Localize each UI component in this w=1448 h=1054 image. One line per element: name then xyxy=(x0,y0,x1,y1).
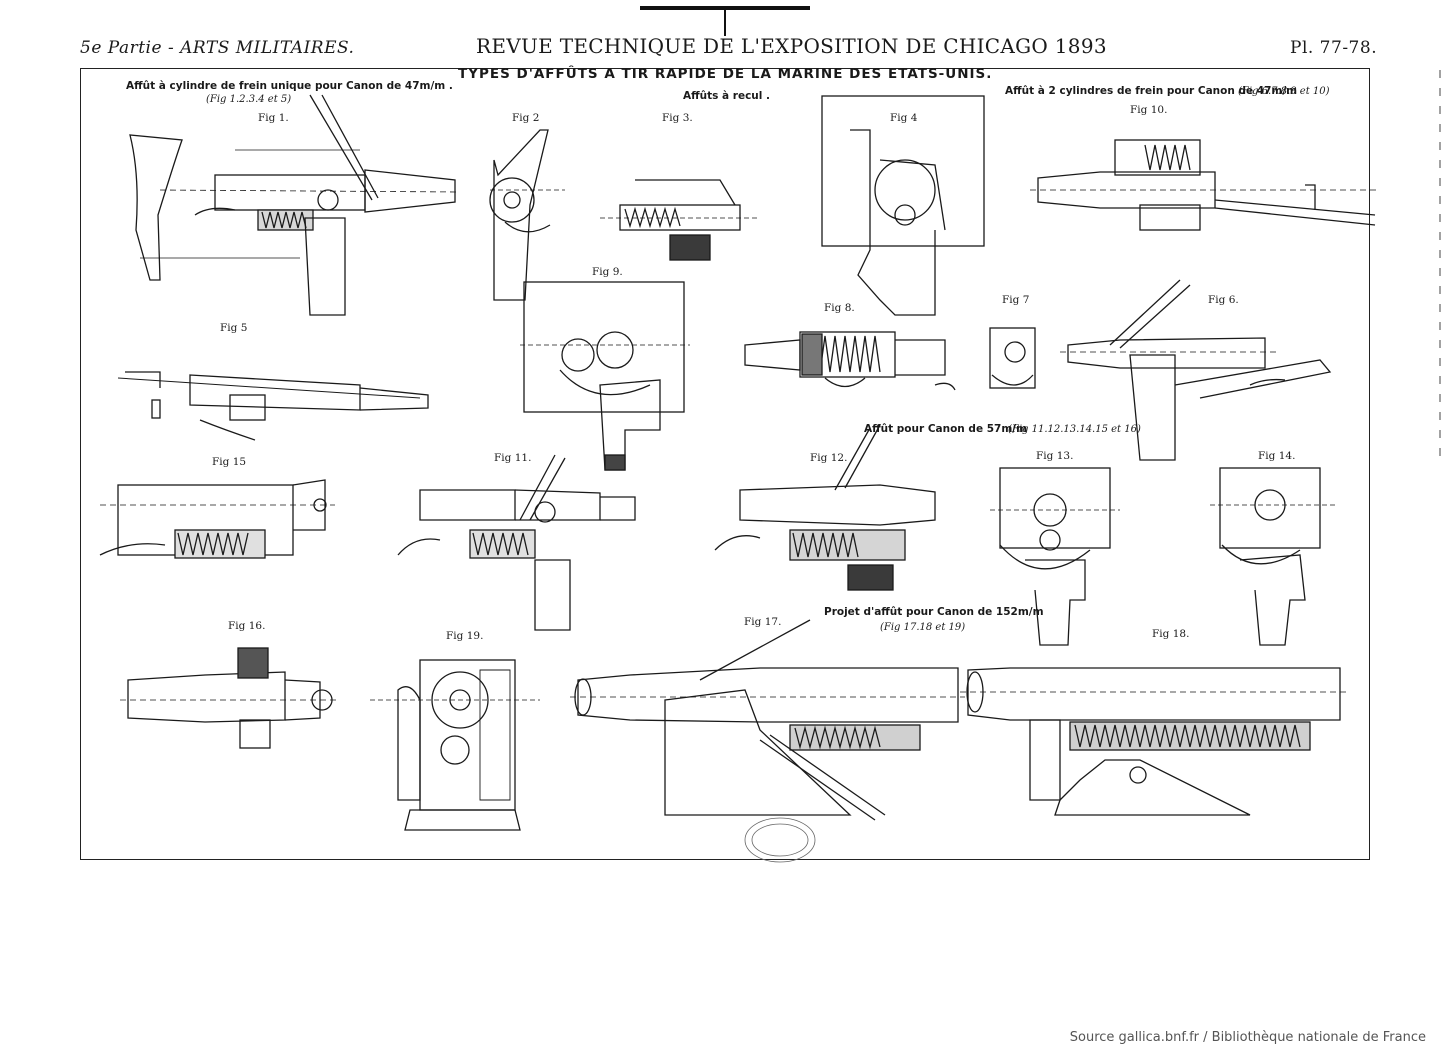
caption-projet-152: Projet d'affût pour Canon de 152m/m xyxy=(824,606,1044,618)
fig15-drawing xyxy=(99,479,335,559)
caption-single-cylinder-figs: (Fig 1.2.3.4 et 5) xyxy=(206,94,292,105)
header-plate-number: Pl. 77-78. xyxy=(1290,38,1378,58)
caption-two-cylinders: Affût à 2 cylindres de frein pour Canon … xyxy=(1005,85,1298,97)
plate-subtitle: Affûts à recul . xyxy=(683,90,771,102)
fig-label-15: Fig 15 xyxy=(212,456,247,468)
fig18-drawing xyxy=(960,667,1350,816)
header-title: REVUE TECHNIQUE DE L'EXPOSITION DE CHICA… xyxy=(476,34,1107,58)
fig-label-3: Fig 3. xyxy=(662,112,693,124)
fig-label-13: Fig 13. xyxy=(1036,450,1074,462)
fig-label-17: Fig 17. xyxy=(744,616,782,628)
fig8-drawing xyxy=(744,331,956,391)
caption-canon-57: Affût pour Canon de 57m/m xyxy=(864,423,1028,435)
source-credit: Source gallica.bnf.fr / Bibliothèque nat… xyxy=(1069,1030,1426,1045)
fig-label-9: Fig 9. xyxy=(592,266,623,278)
fig-label-4: Fig 4 xyxy=(890,112,918,124)
library-stamp xyxy=(744,817,816,863)
top-tick xyxy=(724,6,726,36)
caption-projet-152-figs: (Fig 17.18 et 19) xyxy=(880,622,966,633)
header-part: 5e Partie - ARTS MILITAIRES. xyxy=(80,38,355,58)
fig-label-6: Fig 6. xyxy=(1208,294,1239,306)
fig6-drawing xyxy=(1060,279,1332,461)
fig-label-19: Fig 19. xyxy=(446,630,484,642)
fig-label-7: Fig 7 xyxy=(1002,294,1030,306)
fig-label-11: Fig 11. xyxy=(494,452,532,464)
fig9-drawing xyxy=(520,281,690,471)
fig5-drawing xyxy=(117,371,429,441)
fig10-drawing xyxy=(1030,139,1380,231)
fig-label-14: Fig 14. xyxy=(1258,450,1296,462)
fig-label-10: Fig 10. xyxy=(1130,104,1168,116)
fig3-drawing xyxy=(600,179,760,261)
fig16-drawing xyxy=(120,647,340,749)
fig17-drawing xyxy=(570,619,965,821)
fig13-drawing xyxy=(990,467,1120,646)
plate-frame xyxy=(80,68,1370,860)
fig-label-5: Fig 5 xyxy=(220,322,248,334)
fig14-drawing xyxy=(1210,467,1335,646)
fig1-drawing xyxy=(129,94,461,316)
fig-label-2: Fig 2 xyxy=(512,112,540,124)
caption-two-cylinders-figs: (Fig 6.7.8.9 et 10) xyxy=(1238,86,1330,97)
fig-label-1: Fig 1. xyxy=(258,112,289,124)
plate-title: TYPES D'AFFÛTS A TIR RAPIDE DE LA MARINE… xyxy=(458,66,993,82)
fig7-drawing xyxy=(989,327,1036,389)
caption-canon-57-figs: (Fig 11.12.13.14.15 et 16) xyxy=(1008,424,1141,435)
fig2-drawing xyxy=(489,129,565,301)
fig-label-12: Fig 12. xyxy=(810,452,848,464)
fig19-drawing xyxy=(370,659,540,831)
fig4-drawing xyxy=(821,95,985,316)
fig-label-8: Fig 8. xyxy=(824,302,855,314)
fig-label-18: Fig 18. xyxy=(1152,628,1190,640)
fig11-drawing xyxy=(397,454,636,631)
caption-single-cylinder: Affût à cylindre de frein unique pour Ca… xyxy=(126,80,453,92)
fig12-drawing xyxy=(714,424,936,591)
fig-label-16: Fig 16. xyxy=(228,620,266,632)
